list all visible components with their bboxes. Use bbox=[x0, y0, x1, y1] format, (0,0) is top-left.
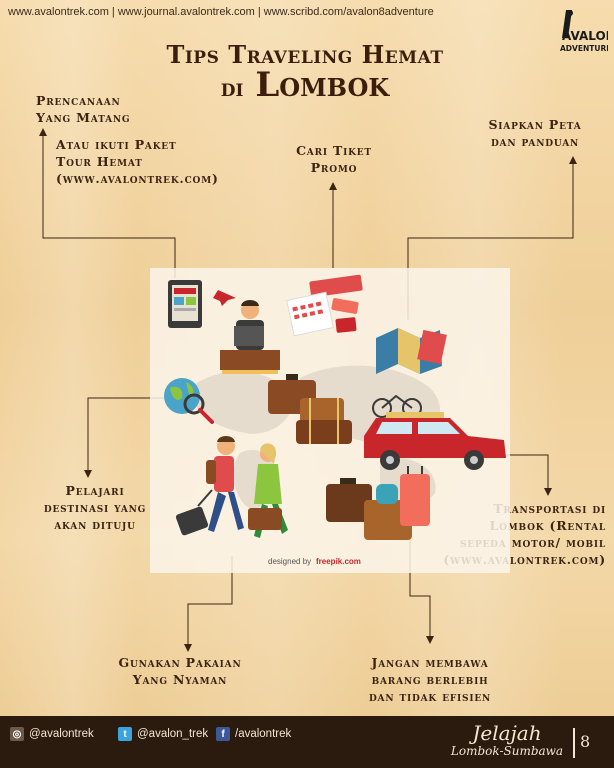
title-line-2: di Lombok bbox=[120, 65, 490, 105]
tip-destination-l2: destinasi yang bbox=[43, 500, 147, 515]
car-icon bbox=[364, 394, 506, 470]
tip-transport-l2: Lombok (Rental bbox=[489, 518, 606, 533]
connector-planning bbox=[39, 128, 176, 278]
suitcases-center-icon bbox=[268, 374, 352, 444]
title-lombok: Lombok bbox=[255, 65, 390, 105]
tip-map-l1: Siapkan Peta bbox=[488, 117, 582, 132]
tip-destination: Pelajari destinasi yang akan dituju bbox=[30, 482, 160, 533]
tip-planning-detail-l1: Atau ikuti Paket bbox=[56, 137, 177, 152]
footer-divider bbox=[573, 728, 575, 758]
instagram-icon: ◎ bbox=[10, 727, 24, 741]
instagram-handle[interactable]: ◎ @avalontrek bbox=[10, 726, 94, 742]
footer: ◎ @avalontrek t @avalon_trek f /avalontr… bbox=[0, 716, 614, 768]
twitter-handle[interactable]: t @avalon_trek bbox=[118, 726, 208, 742]
airplane-icon bbox=[213, 290, 236, 306]
connector-clothing bbox=[184, 556, 233, 652]
travel-illustration: designed by freepik.com bbox=[150, 268, 510, 573]
tip-promo-l2: Promo bbox=[310, 160, 358, 175]
instagram-text: @avalontrek bbox=[29, 728, 94, 740]
header-links[interactable]: www.avalontrek.com | www.journal.avalont… bbox=[8, 6, 434, 18]
title-di: di bbox=[220, 73, 244, 102]
series-title: Jelajah Lombok-Sumbawa bbox=[432, 722, 582, 758]
title-line-1: Tips Traveling Hemat bbox=[166, 40, 444, 69]
facebook-handle[interactable]: f /avalontrek bbox=[216, 726, 291, 742]
tip-planning-detail: Atau ikuti Paket Tour Hemat (www.avalont… bbox=[56, 136, 219, 187]
map-icon bbox=[376, 328, 447, 374]
tip-luggage: Jangan membawa barang berlebih dan tidak… bbox=[346, 654, 514, 705]
tip-destination-l1: Pelajari bbox=[65, 483, 125, 498]
tip-clothing-l2: Yang Nyaman bbox=[132, 672, 228, 687]
connector-destination bbox=[84, 397, 165, 478]
tip-planning-title: Prencanaan Yang Matang bbox=[36, 92, 130, 126]
suitcases-right-icon bbox=[326, 466, 430, 540]
connector-transport bbox=[500, 454, 552, 496]
tip-planning-detail-l2: Tour Hemat bbox=[56, 154, 143, 169]
globe-magnifier-icon bbox=[164, 378, 214, 424]
twitter-icon: t bbox=[118, 727, 132, 741]
tip-luggage-l1: Jangan membawa bbox=[371, 655, 489, 670]
tip-luggage-l2: barang berlebih bbox=[371, 672, 489, 687]
tip-clothing: Gunakan Pakaian Yang Nyaman bbox=[100, 654, 260, 688]
tip-planning-title-l1: Prencanaan bbox=[36, 93, 121, 108]
tip-promo-l1: Cari Tiket bbox=[296, 143, 372, 158]
tablet-icon bbox=[168, 280, 202, 328]
twitter-text: @avalon_trek bbox=[137, 728, 209, 740]
tip-luggage-l3: dan tidak efisien bbox=[368, 689, 492, 704]
travelers-icon bbox=[175, 436, 288, 538]
tip-transport-l1: Transportasi di bbox=[493, 501, 606, 516]
avalon-adventure-logo: AVALON ADVENTURE bbox=[560, 10, 608, 53]
illustration-credit-brand: freepik.com bbox=[316, 557, 361, 566]
tip-destination-l3: akan dituju bbox=[54, 517, 136, 532]
tip-map-guide: Siapkan Peta dan panduan bbox=[470, 116, 600, 150]
facebook-icon: f bbox=[216, 727, 230, 741]
logo-text-2: ADVENTURE bbox=[560, 44, 608, 53]
page-title: Tips Traveling Hemat di Lombok bbox=[120, 40, 490, 105]
tip-planning-detail-l3: (www.avalontrek.com) bbox=[56, 171, 219, 186]
illustration-credit: designed by bbox=[268, 557, 311, 566]
series-line-1: Jelajah bbox=[472, 721, 542, 745]
logo-text-1: AVALON bbox=[562, 29, 608, 43]
tip-promo-ticket: Cari Tiket Promo bbox=[282, 142, 386, 176]
tip-clothing-l1: Gunakan Pakaian bbox=[118, 655, 242, 670]
page-number: 8 bbox=[580, 732, 591, 751]
person-laptop-icon bbox=[220, 300, 280, 374]
tip-planning-title-l2: Yang Matang bbox=[36, 110, 131, 125]
facebook-text: /avalontrek bbox=[235, 728, 292, 740]
series-line-2: Lombok-Sumbawa bbox=[450, 744, 564, 758]
ticket-calendar-icon bbox=[286, 274, 363, 337]
tip-map-l2: dan panduan bbox=[490, 134, 580, 149]
